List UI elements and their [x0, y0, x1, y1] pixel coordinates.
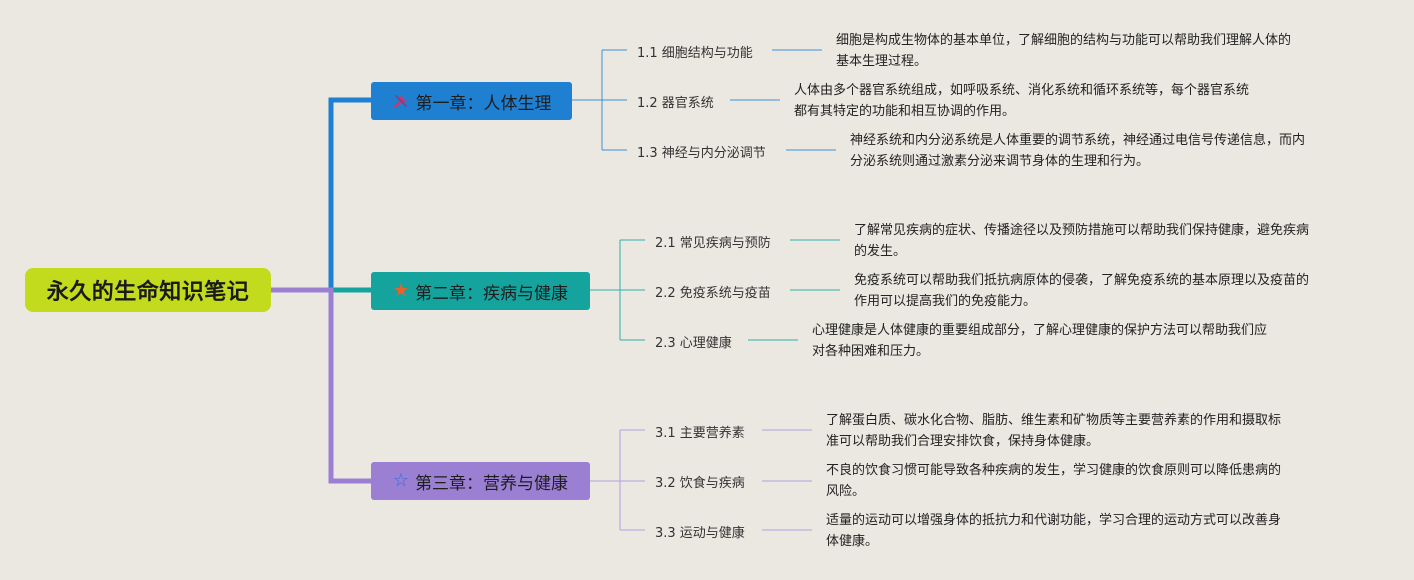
description-line: 体健康。 [826, 534, 879, 549]
description-line: 分泌系统则通过激素分泌来调节身体的生理和行为。 [850, 154, 1150, 169]
chapter-title-3: 第三章：营养与健康 [415, 473, 569, 494]
topic-3-3-description: 适量的运动可以增强身体的抵抗力和代谢功能，学习合理的运动方式可以改善身 体健康。 [826, 510, 1326, 552]
topic-1-2-description: 人体由多个器官系统组成，如呼吸系统、消化系统和循环系统等，每个器官系统 都有其特… [794, 80, 1294, 122]
topic-3-2[interactable]: 3.2 饮食与疾病 [655, 476, 745, 491]
chapter-title-1: 第一章：人体生理 [415, 93, 552, 114]
description-line: 神经系统和内分泌系统是人体重要的调节系统，神经通过电信号传递信息，而内 [850, 133, 1306, 148]
ch3-topic-connectors [590, 429, 812, 531]
topic-2-3-description: 心理健康是人体健康的重要组成部分，了解心理健康的保护方法可以帮助我们应 对各种困… [812, 320, 1312, 362]
topic-2-3[interactable]: 2.3 心理健康 [655, 336, 732, 351]
description-line: 适量的运动可以增强身体的抵抗力和代谢功能，学习合理的运动方式可以改善身 [826, 513, 1282, 528]
description-line: 对各种困难和压力。 [812, 344, 930, 359]
topic-2-2-description: 免疫系统可以帮助我们抵抗病原体的侵袭，了解免疫系统的基本原理以及疫苗的 作用可以… [854, 270, 1354, 312]
chapter-node-3[interactable]: ☆ 第三章：营养与健康 [371, 462, 590, 500]
chapter-node-1[interactable]: 第一章：人体生理 [371, 82, 572, 120]
root-node[interactable]: 永久的生命知识笔记 [25, 268, 271, 312]
ch1-topic-connectors [572, 49, 836, 151]
chapter-title-2: 第二章：疾病与健康 [415, 283, 569, 304]
topic-1-2[interactable]: 1.2 器官系统 [637, 96, 714, 111]
description-line: 风险。 [826, 484, 866, 499]
description-line: 免疫系统可以帮助我们抵抗病原体的侵袭，了解免疫系统的基本原理以及疫苗的 [854, 273, 1310, 288]
topic-3-3[interactable]: 3.3 运动与健康 [655, 526, 745, 541]
star-filled-icon: ★ [392, 280, 410, 301]
description-line: 都有其特定的功能和相互协调的作用。 [794, 104, 1016, 119]
topic-1-3[interactable]: 1.3 神经与内分泌调节 [637, 146, 766, 161]
topic-2-2[interactable]: 2.2 免疫系统与疫苗 [655, 286, 771, 301]
topic-1-3-description: 神经系统和内分泌系统是人体重要的调节系统，神经通过电信号传递信息，而内 分泌系统… [850, 130, 1350, 172]
topic-3-2-description: 不良的饮食习惯可能导致各种疾病的发生，学习健康的饮食原则可以降低患病的 风险。 [826, 460, 1326, 502]
description-line: 不良的饮食习惯可能导致各种疾病的发生，学习健康的饮食原则可以降低患病的 [826, 463, 1282, 478]
topic-2-1[interactable]: 2.1 常见疾病与预防 [655, 236, 771, 251]
star-outline-icon: ☆ [392, 470, 410, 491]
description-line: 人体由多个器官系统组成，如呼吸系统、消化系统和循环系统等，每个器官系统 [794, 83, 1250, 98]
description-line: 心理健康是人体健康的重要组成部分，了解心理健康的保护方法可以帮助我们应 [812, 323, 1268, 338]
topic-3-1[interactable]: 3.1 主要营养素 [655, 426, 745, 441]
description-line: 细胞是构成生物体的基本单位，了解细胞的结构与功能可以帮助我们理解人体的 [836, 33, 1292, 48]
ch2-topic-connectors [590, 239, 840, 341]
root-label: 永久的生命知识笔记 [46, 280, 250, 305]
description-line: 准可以帮助我们合理安排饮食，保持身体健康。 [826, 434, 1100, 449]
chapter-node-2[interactable]: ★ 第二章：疾病与健康 [371, 272, 590, 310]
description-line: 的发生。 [854, 244, 907, 259]
connector-root-ch3 [271, 287, 371, 484]
topic-3-1-description: 了解蛋白质、碳水化合物、脂肪、维生素和矿物质等主要营养素的作用和摄取标 准可以帮… [826, 410, 1326, 452]
description-line: 基本生理过程。 [836, 54, 928, 69]
topic-1-1-description: 细胞是构成生物体的基本单位，了解细胞的结构与功能可以帮助我们理解人体的 基本生理… [836, 30, 1336, 72]
topic-2-1-description: 了解常见疾病的症状、传播途径以及预防措施可以帮助我们保持健康，避免疾病 的发生。 [854, 220, 1354, 262]
tools-icon [392, 92, 410, 110]
description-line: 了解常见疾病的症状、传播途径以及预防措施可以帮助我们保持健康，避免疾病 [854, 223, 1310, 238]
description-line: 作用可以提高我们的免疫能力。 [854, 294, 1037, 309]
connector-root-ch1 [271, 97, 371, 293]
description-line: 了解蛋白质、碳水化合物、脂肪、维生素和矿物质等主要营养素的作用和摄取标 [826, 413, 1282, 428]
topic-1-1[interactable]: 1.1 细胞结构与功能 [637, 46, 753, 61]
